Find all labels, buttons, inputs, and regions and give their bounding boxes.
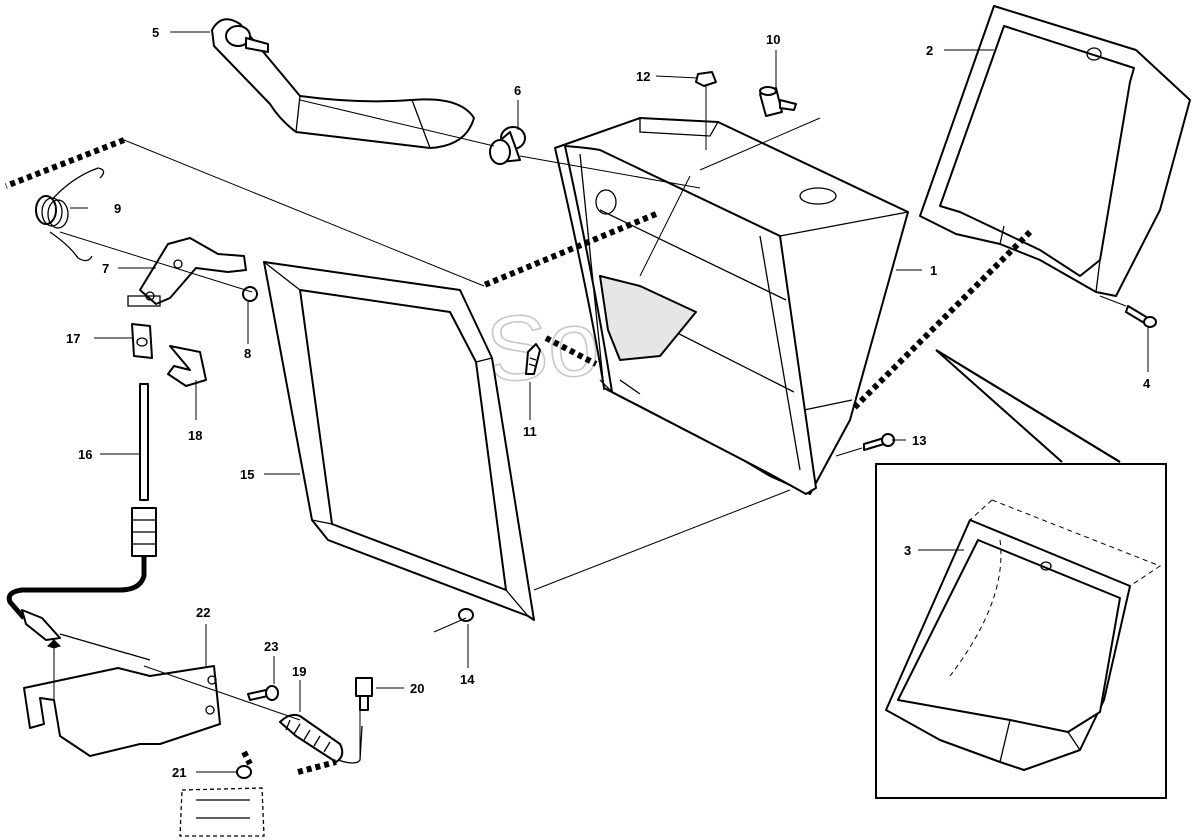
callout-10: 10 <box>766 32 780 47</box>
callout-18: 18 <box>188 428 202 443</box>
callout-1: 1 <box>930 263 937 278</box>
part-14-nut <box>458 608 474 622</box>
part-20-bolt <box>355 677 373 711</box>
part-1-housing <box>554 117 909 495</box>
part-7-bracket <box>139 237 247 305</box>
callout-19: 19 <box>292 664 306 679</box>
callout-3: 3 <box>904 543 911 558</box>
callout-13: 13 <box>912 433 926 448</box>
part-18-clip <box>167 345 207 387</box>
part-19-spring <box>279 713 363 764</box>
part-13-screw <box>863 433 895 451</box>
callout-8: 8 <box>244 346 251 361</box>
callout-22: 22 <box>196 605 210 620</box>
part-16-cable <box>6 383 157 661</box>
callout-12: 12 <box>636 69 650 84</box>
part-8-nut <box>242 286 258 302</box>
construction-lines <box>47 84 1127 760</box>
part-15-frame <box>263 261 535 621</box>
assembly-paths <box>4 137 1033 775</box>
callout-17: 17 <box>66 331 80 346</box>
callout-23: 23 <box>264 639 278 654</box>
part-10-stud <box>759 86 797 117</box>
callout-16: 16 <box>78 447 92 462</box>
callout-7: 7 <box>102 261 109 276</box>
callout-labels: 1 2 3 4 5 6 7 8 9 10 11 12 13 14 15 16 1… <box>66 25 1151 780</box>
part-6-bushing <box>489 126 526 165</box>
part-2-cover <box>919 5 1191 297</box>
part-21-anchor <box>179 765 265 837</box>
callout-15: 15 <box>240 467 254 482</box>
part-4-screw <box>1125 305 1157 328</box>
callout-5: 5 <box>152 25 159 40</box>
callout-2: 2 <box>926 43 933 58</box>
callout-leaders <box>70 31 1149 773</box>
callout-20: 20 <box>410 681 424 696</box>
part-12-nut <box>695 71 717 87</box>
callout-9: 9 <box>114 201 121 216</box>
part-17-clevis <box>127 295 161 359</box>
part-11-screw <box>525 343 541 375</box>
callout-14: 14 <box>460 672 475 687</box>
part-22-bracket <box>23 665 221 757</box>
callout-21: 21 <box>172 765 186 780</box>
callout-4: 4 <box>1143 376 1151 391</box>
part-9-spring <box>35 167 105 262</box>
part-23-bolt <box>247 685 279 701</box>
callout-6: 6 <box>514 83 521 98</box>
detail-inset <box>875 349 1167 799</box>
part-5-pedal-lever <box>211 18 475 149</box>
callout-11: 11 <box>523 424 537 439</box>
